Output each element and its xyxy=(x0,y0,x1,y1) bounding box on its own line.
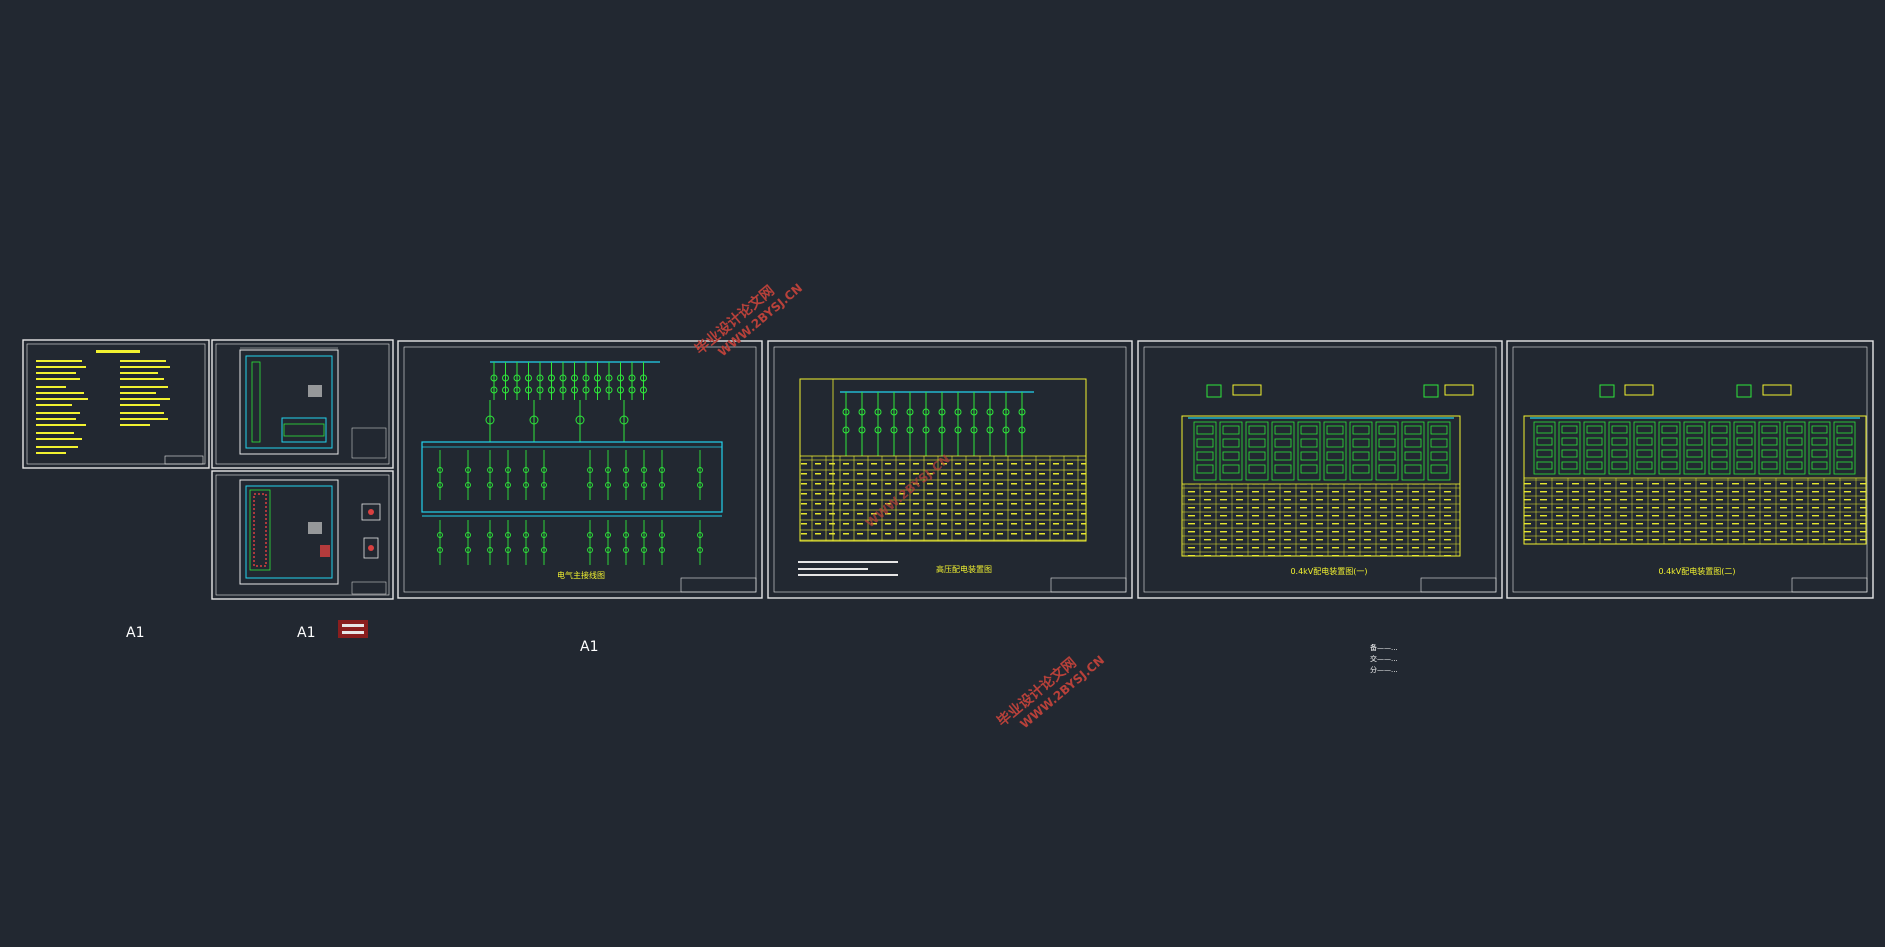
sheet-2b-floorplan-lower[interactable] xyxy=(211,470,394,600)
sheet-6-title: 0.4kV配电装置图(二) xyxy=(1658,566,1735,576)
sheet-5-low-voltage-1[interactable]: 0.4kV配电装置图(一) xyxy=(1137,340,1503,599)
svg-text:交——...: 交——... xyxy=(1370,654,1398,663)
watermark-bottom: 毕业设计论文网 WWW.2BYSJ.CN xyxy=(994,653,1108,731)
a1-label-center: A1 xyxy=(580,639,598,655)
red-legend-marker xyxy=(338,620,368,638)
a1-label-mid: A1 xyxy=(297,625,315,641)
svg-text:分——...: 分——... xyxy=(1370,665,1398,674)
sheet-6-low-voltage-2[interactable]: 0.4kV配电装置图(二) xyxy=(1506,340,1874,599)
sheet-3-title: 电气主接线图 xyxy=(557,570,605,580)
legend-notes: 备——... 交——... 分——... xyxy=(1370,643,1398,674)
sheet-4-high-voltage[interactable]: 高压配电装置图 xyxy=(767,340,1133,599)
watermark-top: 毕业设计论文网 WWW.2BYSJ.CN xyxy=(692,281,806,359)
sheet-5-title: 0.4kV配电装置图(一) xyxy=(1290,566,1367,576)
sheet-2-floorplan-upper[interactable] xyxy=(211,339,394,469)
sheet-1-notes[interactable] xyxy=(22,339,210,469)
svg-text:备——...: 备——... xyxy=(1370,643,1398,652)
sheet-4-title: 高压配电装置图 xyxy=(936,564,992,574)
a1-label-left: A1 xyxy=(126,625,144,641)
sheet-3-main-wiring[interactable]: 电气主接线图 xyxy=(397,340,763,599)
